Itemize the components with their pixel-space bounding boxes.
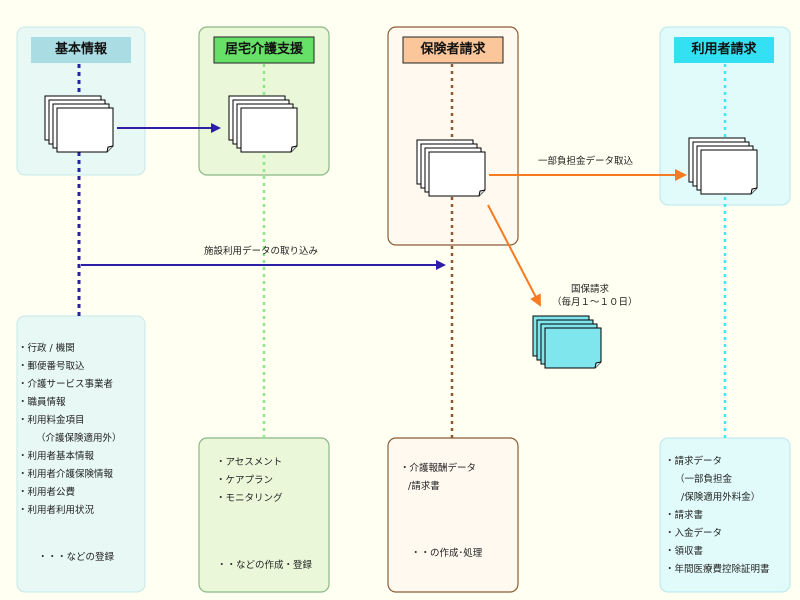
list-item: ・介護報酬データ — [400, 463, 477, 474]
list-item: ・利用料金項目 — [18, 415, 85, 426]
list-item: ・利用者公費 — [18, 487, 76, 498]
list-item: ・入金データ — [665, 528, 723, 539]
list-item: ・利用者利用状況 — [18, 505, 95, 516]
list-item: （一部負担金 — [675, 474, 733, 485]
basic-header-bg — [31, 37, 131, 63]
kyotaku-documents — [228, 95, 298, 153]
ichibu-import-label: 一部負担金データ取込 — [538, 156, 634, 167]
kokuho-documents — [532, 315, 602, 369]
hoken-documents — [416, 139, 486, 197]
list-item: /請求書 — [408, 481, 440, 492]
list-item: ・アセスメント — [216, 457, 283, 468]
basic-list: ・行政 / 機関 ・郵便番号取込 ・介護サービス事業者 ・職員情報 ・利用料金項… — [18, 340, 122, 520]
basic-documents — [44, 95, 114, 153]
list-item: ・利用者基本情報 — [18, 451, 95, 462]
hoken-list: ・介護報酬データ /請求書 — [400, 460, 476, 496]
riyosha-header-bg — [674, 37, 774, 63]
list-item: （介護保険適用外） — [36, 433, 122, 444]
list-item: /保険適用外料金） — [681, 492, 761, 503]
shisetsu-import-label: 施設利用データの取り込み — [204, 246, 319, 257]
list-item: ・モニタリング — [216, 493, 283, 504]
list-item: ・職員情報 — [18, 397, 66, 408]
basic-header: 基本情報 — [54, 42, 107, 57]
kokuho-arrow — [487, 204, 541, 307]
list-item: ・請求データ — [665, 456, 723, 467]
riyosha-header: 利用者請求 — [691, 42, 757, 57]
list-item: ・年間医療費控除証明書 — [665, 564, 770, 575]
kyotaku-list: ・アセスメント ・ケアプラン ・モニタリング — [216, 454, 283, 508]
list-item: ・ケアプラン — [216, 475, 274, 486]
hoken-header-bg — [402, 36, 504, 64]
list-item: ・領収書 — [665, 546, 704, 557]
kyotaku-header: 居宅介護支援 — [224, 42, 303, 57]
list-item: ・介護サービス事業者 — [18, 379, 114, 390]
list-item: ・郵便番号取込 — [18, 361, 85, 372]
kyotaku-header-bg — [213, 36, 315, 64]
kokuho-label-2: （毎月１～１０日） — [552, 297, 638, 308]
hoken-footer: ・・の作成･処理 — [411, 548, 483, 559]
basic-footer: ・・・などの登録 — [38, 552, 115, 563]
list-item: ・利用者介護保険情報 — [18, 469, 114, 480]
list-item: ・行政 / 機関 — [18, 343, 75, 354]
basic-bottom-box — [16, 315, 146, 593]
kyotaku-footer: ・・などの作成・登録 — [217, 560, 313, 571]
riyosha-documents — [688, 137, 758, 195]
list-item: ・請求書 — [665, 510, 704, 521]
riyosha-list: ・請求データ （一部負担金 /保険適用外料金） ・請求書 ・入金データ ・領収書… — [665, 453, 770, 579]
hoken-header: 保険者請求 — [420, 42, 486, 57]
kokuho-label-1: 国保請求 — [571, 284, 610, 295]
